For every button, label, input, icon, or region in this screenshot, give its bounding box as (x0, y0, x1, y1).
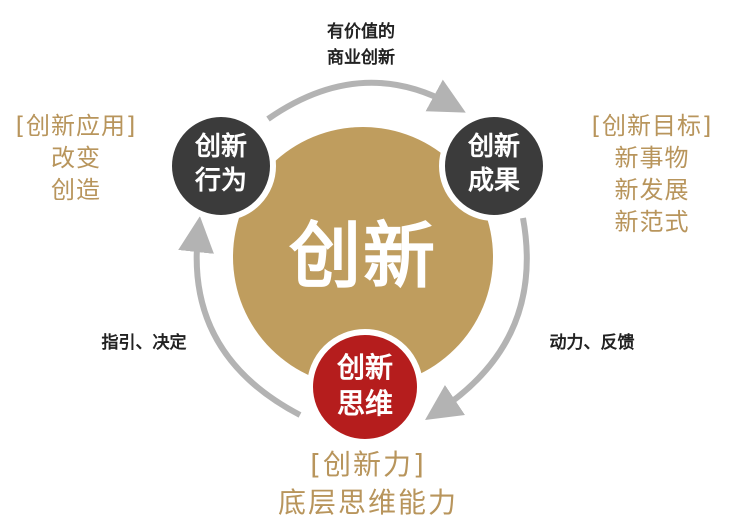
thinking-line-2: 思维 (336, 387, 393, 420)
left-box-title: [创新应用] (15, 112, 137, 140)
top-arrow-line-2: 商业创新 (327, 48, 395, 68)
behavior-line-2: 行为 (194, 166, 247, 196)
center-label: 创新 (288, 214, 437, 298)
result-line-1: 创新 (467, 132, 520, 162)
left-arrow-label: 指引、决定 (101, 333, 187, 353)
bottom-box: [创新力] 底层思维能力 (233, 446, 503, 522)
center-circle (233, 127, 493, 387)
result-node-label: 创新 成果 (444, 130, 544, 198)
right-box-line-2: 新发展 (614, 176, 690, 204)
thinking-line-1: 创新 (336, 351, 393, 384)
left-box: [创新应用] 改变 创造 (6, 110, 146, 206)
left-box-line-1: 改变 (51, 144, 101, 172)
right-box-line-3: 新范式 (614, 208, 690, 236)
right-arrow-label: 动力、反馈 (549, 333, 635, 353)
right-box: [创新目标] 新事物 新发展 新范式 (582, 110, 722, 238)
right-arrow (425, 217, 530, 420)
behavior-node-circle (166, 111, 276, 221)
top-arrow (266, 79, 466, 122)
result-node-circle (439, 111, 549, 221)
left-arrow (178, 216, 302, 418)
bottom-box-line-1: 底层思维能力 (277, 486, 458, 519)
top-arrow-label: 有价值的 商业创新 (306, 19, 416, 71)
behavior-node-label: 创新 行为 (171, 130, 271, 198)
thinking-node-circle (307, 329, 423, 445)
right-box-line-1: 新事物 (614, 144, 690, 172)
bottom-box-title: [创新力] (310, 448, 426, 481)
behavior-line-1: 创新 (194, 132, 247, 162)
result-line-2: 成果 (467, 166, 520, 196)
thinking-node-label: 创新 思维 (315, 350, 415, 422)
left-box-line-2: 创造 (51, 176, 101, 204)
top-arrow-line-1: 有价值的 (327, 22, 395, 42)
right-box-title: [创新目标] (591, 112, 713, 140)
